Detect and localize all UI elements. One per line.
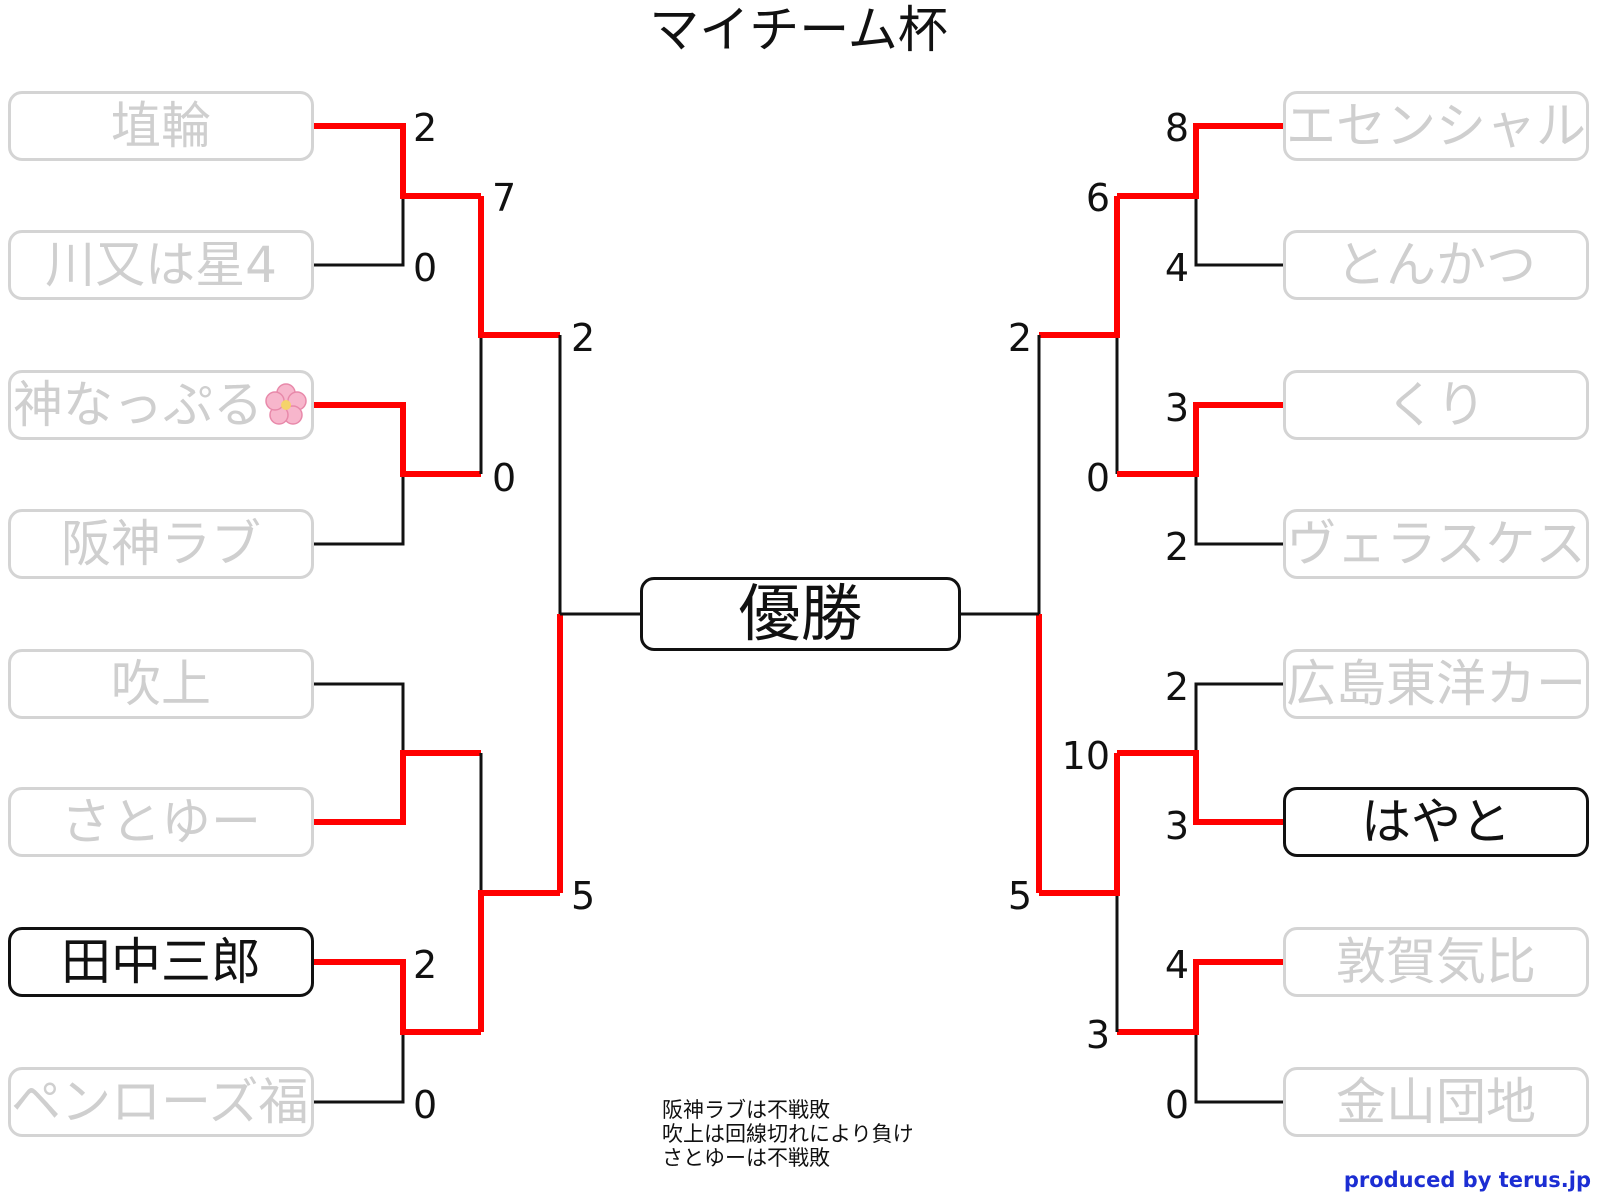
score-right-semi-1: 2 [1007, 316, 1032, 360]
score-right-r1-7: 4 [1164, 943, 1189, 987]
score-left-r2-2: 0 [492, 456, 517, 500]
bracket-right-r1-match1 [1117, 123, 1283, 267]
bracket-right-r2-match2 [1039, 753, 1120, 1032]
team-box-right-7: 敦賀気比 [1283, 927, 1589, 997]
score-right-r1-5: 2 [1164, 665, 1189, 709]
bracket-left-r1-match1 [314, 123, 481, 267]
connector-win [314, 123, 481, 199]
connector-win [478, 196, 560, 338]
team-box-right-6: はやと [1283, 787, 1589, 857]
bracket-right-semifinal [961, 335, 1042, 893]
connector-lose [1194, 474, 1283, 546]
connector-win [1039, 196, 1120, 338]
score-left-semi-1: 2 [571, 316, 596, 360]
team-box-right-4: ヴェラスケス [1283, 509, 1589, 579]
bracket-left-r1-match3 [314, 682, 481, 825]
connector-lose [1194, 1032, 1283, 1104]
connector-lose [1194, 196, 1283, 267]
score-right-r2-1: 6 [1085, 176, 1110, 220]
credit-text: produced by terus.jp [1343, 1168, 1591, 1192]
connector-win [1039, 753, 1120, 896]
cherry-blossom-icon [265, 383, 307, 425]
score-left-r1-2: 0 [413, 246, 438, 290]
score-left-r2-1: 7 [492, 176, 517, 220]
connector-win [1117, 123, 1283, 199]
score-left-r1-7: 2 [413, 943, 438, 987]
team-box-left-1: 埴輪 [8, 91, 314, 161]
connector-win [314, 959, 481, 1035]
tournament-title: マイチーム杯 [649, 1, 948, 59]
score-right-r1-2: 4 [1164, 246, 1189, 290]
team-box-left-2: 川又は星4 [8, 230, 314, 300]
note-line: 阪神ラブは不戦敗 [662, 1098, 830, 1122]
team-box-right-5: 広島東洋カープ [1283, 649, 1589, 719]
team-box-left-6: さとゆー [8, 787, 314, 857]
score-right-r2-2: 0 [1085, 456, 1110, 500]
connector-lose [1194, 682, 1283, 753]
bracket-left-r1-match2 [314, 402, 481, 546]
score-right-r1-4: 2 [1164, 525, 1189, 569]
bracket-left-r2-match1 [478, 196, 560, 474]
team-box-right-1: エセンシャル [1283, 91, 1589, 161]
connector-win [1117, 959, 1283, 1035]
team-box-right-3: くり [1283, 370, 1589, 440]
score-right-semi-2: 5 [1007, 874, 1032, 918]
connector-win [314, 402, 481, 477]
notes: 阪神ラブは不戦敗 吹上は回線切れにより負け さとゆーは不戦敗 [662, 1098, 914, 1170]
team-name: 神なっぷる [13, 376, 263, 434]
bracket-right-r2-match1 [1039, 196, 1196, 477]
connector-lose [314, 196, 405, 267]
score-right-r1-3: 3 [1164, 386, 1189, 430]
score-left-r1-8: 0 [413, 1083, 438, 1127]
connector-lose [314, 474, 405, 546]
team-box-left-5: 吹上 [8, 649, 314, 719]
connector-lose [314, 1032, 405, 1104]
score-right-r2-4: 3 [1085, 1013, 1110, 1057]
score-left-r1-1: 2 [413, 106, 438, 150]
champion-box: 優勝 [640, 577, 961, 651]
note-line: さとゆーは不戦敗 [662, 1146, 830, 1170]
team-box-right-2: とんかつ [1283, 230, 1589, 300]
score-right-r1-6: 3 [1164, 804, 1189, 848]
score-left-semi-2: 5 [571, 874, 596, 918]
bracket-left-r2-match2 [478, 753, 560, 1032]
team-box-left-3: 神なっぷる [8, 370, 314, 440]
bracket-left-semifinal [557, 335, 640, 893]
team-box-right-8: 金山団地 [1283, 1067, 1589, 1137]
connector-win [314, 750, 481, 825]
connector-lose [314, 682, 405, 753]
team-box-left-8: ペンローズ福田 [8, 1067, 314, 1137]
score-right-r1-8: 0 [1164, 1083, 1189, 1127]
score-right-r1-1: 8 [1164, 106, 1189, 150]
bracket-right-r1-match4 [1117, 959, 1283, 1104]
bracket-left-r1-match4 [314, 959, 481, 1104]
bracket-right-r1-match3 [1117, 682, 1283, 825]
connector-win [1117, 750, 1283, 825]
note-line: 吹上は回線切れにより負け [662, 1122, 914, 1146]
team-box-left-7: 田中三郎 [8, 927, 314, 997]
connector-win [478, 890, 560, 1032]
team-box-left-4: 阪神ラブ [8, 509, 314, 579]
score-right-r2-3: 10 [1061, 734, 1110, 778]
